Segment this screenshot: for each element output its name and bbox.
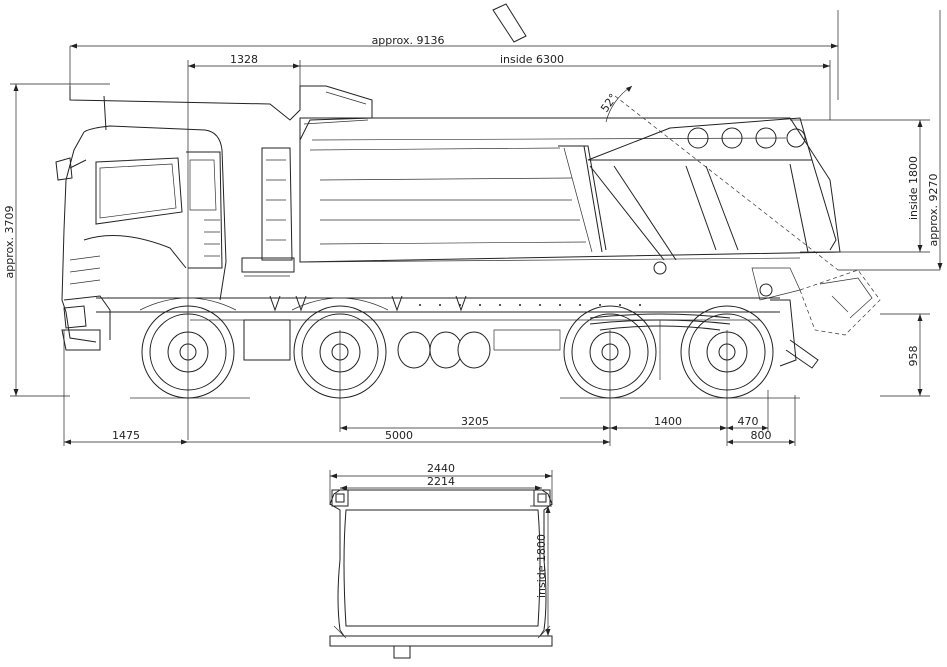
sill-height-label: 958 <box>907 346 920 367</box>
wheelbase-label: 5000 <box>385 429 413 442</box>
axle-spacing-mid-label: 3205 <box>461 415 489 428</box>
front-overhang-label: 1475 <box>112 429 140 442</box>
tip-angle-label: 52° <box>598 91 620 114</box>
dimension-rear-overhang-b: 800 <box>727 395 796 446</box>
wheel-front-2 <box>291 297 389 399</box>
overall-length-label: approx. 9136 <box>372 34 445 47</box>
dimension-body-inside-height: inside 1800 <box>790 119 930 253</box>
overall-height-label: approx. 3709 <box>3 206 16 279</box>
tipping-cylinder-area <box>241 147 295 277</box>
wheel-rear-2 <box>680 305 774 399</box>
dimension-overall-height: approx. 3709 <box>3 83 110 397</box>
dimension-rear-overhang-a: 470 <box>727 390 769 432</box>
cab <box>55 95 227 351</box>
wheel-front-1 <box>139 297 237 399</box>
dimension-rear-axle-spacing: 1400 <box>610 330 728 446</box>
dimension-tipped-height: approx. 9270 <box>838 10 943 271</box>
rear-axle-spacing-label: 1400 <box>654 415 682 428</box>
tipped-height-label: approx. 9270 <box>927 174 940 247</box>
tipper-body <box>299 117 841 301</box>
cab-protector <box>69 85 373 262</box>
body-inside-length-label: inside 6300 <box>500 53 564 66</box>
tip-angle-indicator: 52° <box>598 85 633 123</box>
cab-to-body-label: 1328 <box>230 53 258 66</box>
dimension-axle-spacing-mid: 3205 <box>339 330 610 432</box>
dimension-wheelbase: 5000 <box>188 330 611 446</box>
chassis-rivets <box>419 304 641 306</box>
rear-outer-width-label: 2440 <box>427 462 455 475</box>
tipped-body-outline <box>492 3 881 336</box>
dimension-front-overhang: 1475 <box>63 330 188 446</box>
rear-inner-width-label: 2214 <box>427 475 455 488</box>
body-inside-height-label: inside 1800 <box>907 156 920 220</box>
rear-overhang-a-label: 470 <box>738 415 759 428</box>
dimension-overall-length: approx. 9136 <box>69 10 839 100</box>
rear-inside-height-label: inside 1800 <box>535 534 548 598</box>
rear-overhang-b-label: 800 <box>751 429 772 442</box>
wheel-rear-1 <box>563 305 657 399</box>
dimension-cab-to-body: 1328 <box>187 53 301 440</box>
dimension-body-inside-length: inside 6300 <box>300 53 831 120</box>
rear-view-body: 2440 2214 inside 1800 <box>329 462 553 659</box>
chassis-frame <box>96 295 819 380</box>
dimension-sill-height: 958 <box>880 313 930 397</box>
